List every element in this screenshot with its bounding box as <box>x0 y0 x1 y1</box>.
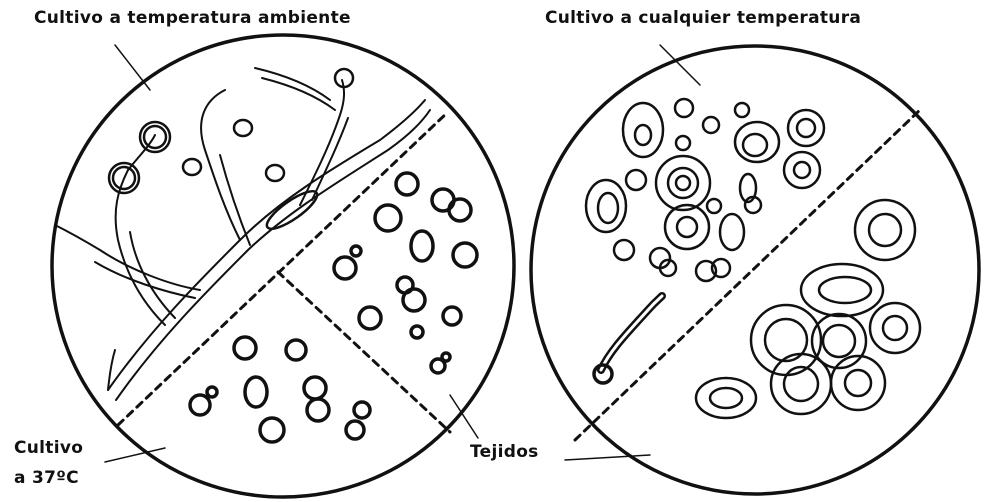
label-culture-37c-line1: Cultivo <box>14 438 84 458</box>
label-tissues: Tejidos <box>470 442 539 462</box>
label-culture-any-temperature: Cultivo a cualquier temperatura <box>545 8 862 28</box>
right-divider <box>573 106 924 442</box>
label-culture-37c-line2: a 37ºC <box>14 468 79 488</box>
left-divider-tissue <box>276 270 452 434</box>
right-culture-circle <box>529 44 981 496</box>
label-culture-ambient: Cultivo a temperatura ambiente <box>34 8 351 28</box>
leader-lines <box>104 44 701 463</box>
mixed-forms-cells <box>584 97 826 385</box>
mold-conidia <box>107 67 355 230</box>
mold-hyphae <box>54 67 431 401</box>
left-culture-circle <box>50 33 516 499</box>
tissue-yeast-cells-left <box>332 171 479 375</box>
culture-37c-yeast-cells <box>188 335 372 444</box>
tissue-yeast-cells-right <box>694 198 922 420</box>
left-divider-main <box>116 110 450 427</box>
